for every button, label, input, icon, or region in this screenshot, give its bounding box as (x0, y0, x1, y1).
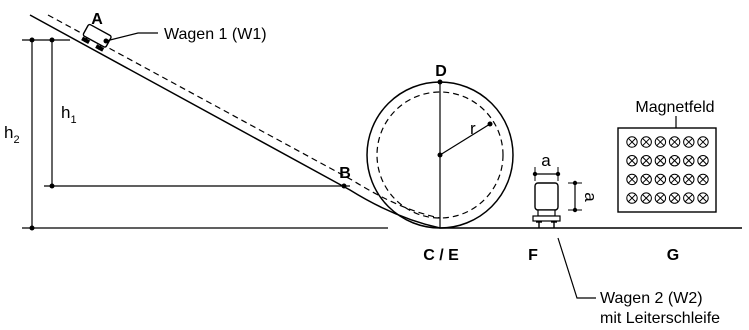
magnetic-field-symbols (626, 136, 709, 204)
field-cross-icon (668, 155, 681, 167)
h2-top-dot (29, 37, 35, 43)
label-wagen2-line2: mit Leiterschleife (600, 310, 720, 327)
ramp-path-dashed (47, 14, 441, 219)
loop-top-dot (437, 79, 443, 85)
dim-a-v-dot-top (572, 180, 578, 186)
label-radius: r (470, 119, 476, 138)
wagen1-leader (105, 32, 158, 42)
dim-a-h-dot-left (532, 171, 538, 177)
label-point-f: F (528, 247, 538, 264)
loop-radius-line (439, 123, 491, 156)
wagen1-car (81, 23, 112, 52)
field-cross-icon (697, 136, 709, 148)
wagen2-leader (557, 237, 596, 299)
field-cross-icon (668, 192, 681, 204)
label-point-a: A (91, 11, 103, 28)
field-cross-icon (697, 192, 709, 204)
field-cross-icon (626, 173, 638, 186)
field-cross-icon (683, 136, 695, 148)
h2-bottom-dot (29, 225, 35, 231)
field-cross-icon (640, 136, 652, 148)
point-b-dot (341, 183, 347, 189)
field-cross-icon (626, 136, 638, 148)
label-h1: h1 (61, 103, 77, 126)
magnetic-field-box (617, 127, 717, 213)
field-cross-icon (683, 192, 695, 204)
label-point-b: B (339, 165, 351, 182)
field-cross-icon (654, 155, 667, 167)
label-dim-a-horizontal: a (541, 151, 551, 170)
loop-radius-dot (487, 121, 493, 127)
field-cross-icon (654, 192, 667, 204)
dim-a-h-dot-right (555, 171, 561, 177)
field-cross-icon (626, 155, 638, 167)
label-point-g: G (667, 247, 679, 264)
field-cross-icon (683, 173, 695, 186)
dim-a-v-dot-bottom (572, 207, 578, 213)
field-cross-icon (697, 173, 709, 186)
label-dim-a-vertical: a (581, 192, 600, 202)
wagen2-car (532, 182, 561, 228)
loop-dashed (376, 91, 504, 219)
field-cross-icon (640, 173, 652, 186)
label-point-d: D (435, 63, 447, 80)
field-cross-icon (697, 155, 709, 167)
h1-bottom-dot (49, 183, 55, 189)
field-cross-icon (654, 136, 667, 148)
label-point-ce: C / E (423, 247, 459, 264)
loop-center-dot (437, 152, 443, 158)
field-cross-icon (683, 155, 695, 167)
label-wagen1: Wagen 1 (W1) (164, 26, 267, 43)
field-cross-icon (640, 155, 652, 167)
field-cross-icon (654, 173, 667, 186)
h1-top-dot (49, 37, 55, 43)
label-magnetfeld: Magnetfeld (635, 99, 714, 116)
field-cross-icon (668, 136, 681, 148)
field-cross-icon (668, 173, 681, 186)
label-wagen2-line1: Wagen 2 (W2) (600, 290, 703, 307)
field-cross-icon (640, 192, 652, 204)
field-cross-icon (626, 192, 638, 204)
label-h2: h2 (4, 123, 20, 146)
